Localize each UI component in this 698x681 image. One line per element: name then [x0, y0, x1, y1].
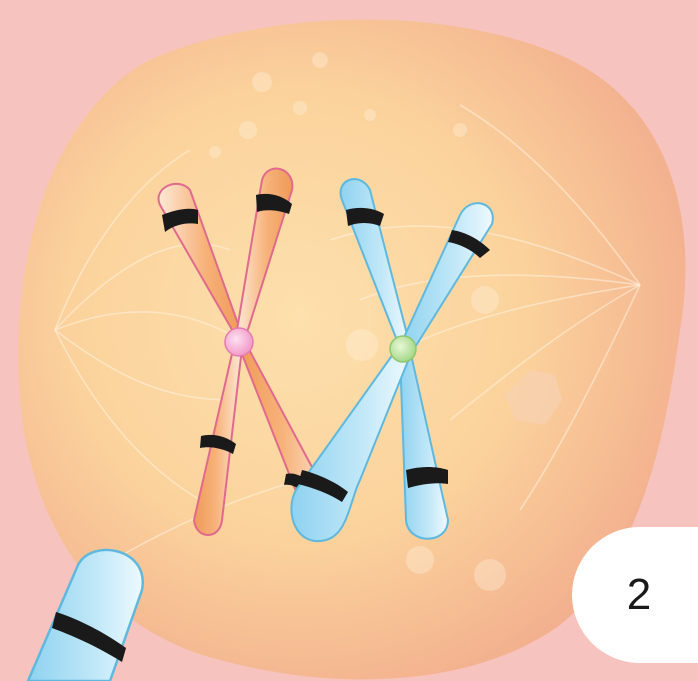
step-badge: 2 — [572, 527, 698, 663]
centromere-pink — [225, 328, 253, 356]
step-number: 2 — [627, 573, 651, 617]
centromere-green — [390, 336, 416, 362]
